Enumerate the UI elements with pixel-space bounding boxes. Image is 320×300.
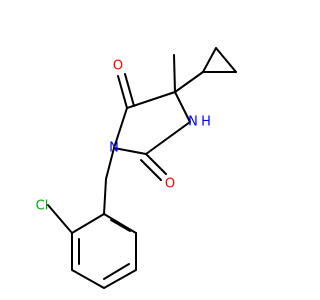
bond-ch2-aryl [103, 178, 107, 215]
nitrogen-label-ring: N [109, 141, 119, 156]
bond-c4-o-top-b [124, 73, 135, 107]
nitrogen-label-nh: N [188, 115, 198, 130]
bond-aryl-1 [103, 213, 137, 234]
bond-c4-c5 [126, 91, 176, 109]
oxygen-label-top: O [113, 59, 123, 74]
bond-c5-cyclopropyl [174, 71, 204, 93]
bond-aryl-6 [71, 213, 105, 234]
hydrogen-label-nh: H [201, 115, 211, 130]
bond-c2-o-bottom-a [145, 153, 167, 175]
structure-diagram: O O N N H Cl [35, 47, 237, 289]
oxygen-label-bottom: O [165, 177, 175, 192]
bond-cyclopropyl-2 [215, 47, 237, 73]
bond-layer [47, 47, 237, 289]
bond-aryl-4 [71, 269, 105, 289]
bond-n3-c4 [113, 107, 128, 149]
bond-c4-o-top-a [117, 75, 128, 109]
bond-aryl-inner-1 [110, 219, 131, 232]
bond-c5-methyl [173, 54, 176, 93]
bond-c2-n3 [113, 147, 147, 155]
bond-n1-c2 [145, 121, 191, 155]
bond-n3-ch2 [105, 147, 115, 180]
bond-c5-n1 [174, 91, 191, 123]
bond-cyclopropyl-1 [202, 47, 217, 73]
bond-aryl-cl [47, 204, 73, 234]
bond-c2-o-bottom-b [140, 159, 162, 181]
bond-aryl-3 [103, 269, 137, 289]
chlorine-label: Cl [36, 199, 49, 214]
bond-aryl-inner-2 [103, 263, 130, 280]
